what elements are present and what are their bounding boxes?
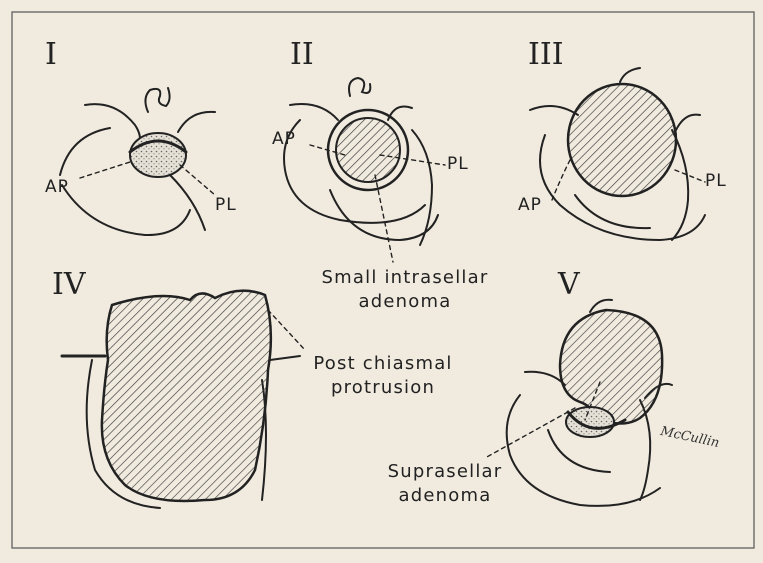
panel-iii-label-pl: PL: [705, 172, 727, 190]
caption-line: Post chiasmal: [288, 352, 478, 376]
caption-line: protrusion: [288, 376, 478, 400]
panel-ii-label-pl: PL: [447, 155, 469, 173]
panel-iv-large-adenoma: [102, 291, 271, 501]
panel-iii-enlarged-adenoma: [568, 84, 676, 196]
caption-small-intrasellar-adenoma: Small intrasellar adenoma: [285, 266, 525, 314]
panel-iv-numeral: IV: [52, 270, 86, 300]
panel-i-label-pl: PL: [215, 196, 237, 214]
panel-iii-drawing: [530, 68, 705, 240]
panel-i-drawing: [60, 88, 215, 235]
panel-ii-drawing: [284, 78, 445, 262]
caption-post-chiasmal-protrusion: Post chiasmal protrusion: [288, 352, 478, 400]
panel-v-suprasellar-adenoma: [560, 310, 662, 424]
panel-ii-label-ap: AP: [272, 130, 296, 148]
panel-i-label-ap: AP: [45, 178, 69, 196]
panel-ii-small-adenoma: [336, 118, 400, 182]
panel-iv-drawing: [62, 291, 305, 508]
caption-line: adenoma: [285, 290, 525, 314]
panel-iii-label-ap: AP: [518, 196, 542, 214]
panel-v-compressed-pituitary: [566, 407, 614, 437]
panel-ii-numeral: II: [290, 40, 314, 70]
panel-i-numeral: I: [45, 40, 57, 70]
caption-suprasellar-adenoma: Suprasellar adenoma: [350, 460, 540, 508]
caption-line: Small intrasellar: [285, 266, 525, 290]
caption-line: adenoma: [350, 484, 540, 508]
panel-v-numeral: V: [558, 270, 580, 300]
panel-iii-numeral: III: [528, 40, 564, 70]
caption-line: Suprasellar: [350, 460, 540, 484]
